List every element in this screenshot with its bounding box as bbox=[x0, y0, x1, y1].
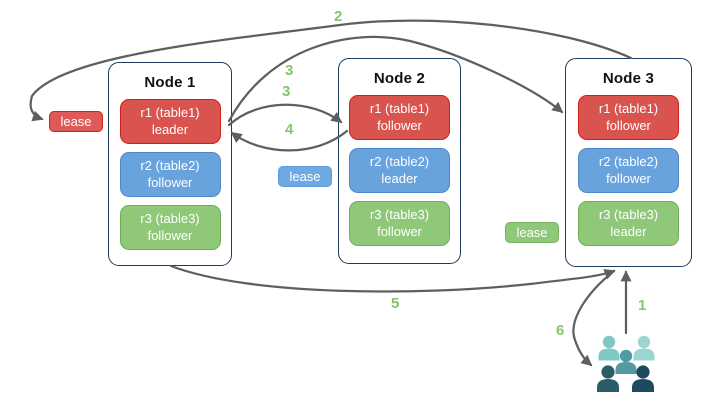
step-label-5: 5 bbox=[391, 295, 400, 312]
replica-role: follower bbox=[606, 170, 651, 186]
replica-role: follower bbox=[147, 174, 193, 190]
replica-box-r3: r3 (table3) follower bbox=[349, 201, 450, 246]
replica-id: r1 (table1) bbox=[598, 101, 659, 117]
person-icon bbox=[615, 349, 637, 374]
step-label-6: 6 bbox=[556, 322, 565, 339]
replica-id: r3 (table3) bbox=[598, 207, 659, 223]
replica-role: leader bbox=[151, 121, 189, 137]
node-title: Node 2 bbox=[373, 70, 426, 87]
replica-id: r1 (table1) bbox=[140, 105, 200, 121]
replica-box-r1: r1 (table1) follower bbox=[349, 95, 450, 140]
replica-id: r1 (table1) bbox=[369, 101, 430, 117]
step-label-1: 1 bbox=[638, 297, 647, 314]
person-icon bbox=[632, 365, 654, 392]
node-title: Node 1 bbox=[144, 74, 196, 91]
node-title: Node 3 bbox=[602, 70, 655, 87]
node-1-box: Node 1 r1 (table1) leader r2 (table2) fo… bbox=[108, 62, 232, 266]
replica-id: r2 (table2) bbox=[140, 158, 200, 174]
replica-role: follower bbox=[606, 117, 651, 133]
replica-box-r1: r1 (table1) leader bbox=[119, 99, 221, 144]
replica-id: r2 (table2) bbox=[598, 154, 659, 170]
replica-role: leader bbox=[610, 223, 647, 239]
person-icon bbox=[633, 335, 655, 361]
node-3-box: Node 3 r1 (table1) follower r2 (table2) … bbox=[565, 58, 692, 267]
replica-id: r3 (table3) bbox=[140, 211, 200, 227]
replica-list: r1 (table1) follower r2 (table2) followe… bbox=[566, 95, 691, 246]
person-icon bbox=[598, 335, 620, 361]
replica-box-r2: r2 (table2) leader bbox=[349, 148, 450, 193]
replica-box-r3: r3 (table3) leader bbox=[578, 201, 679, 246]
replica-role: leader bbox=[381, 170, 418, 186]
replica-id: r2 (table2) bbox=[369, 154, 430, 170]
replica-box-r2: r2 (table2) follower bbox=[578, 148, 679, 193]
replica-box-r1: r1 (table1) follower bbox=[578, 95, 679, 140]
replica-role: follower bbox=[377, 223, 422, 239]
replica-id: r3 (table3) bbox=[369, 207, 430, 223]
replica-role: follower bbox=[147, 227, 193, 243]
step-label-3a: 3 bbox=[285, 62, 294, 79]
replica-role: follower bbox=[377, 117, 422, 133]
step-label-2: 2 bbox=[334, 8, 343, 25]
people-group-icon bbox=[597, 335, 655, 392]
arrow-step-5 bbox=[169, 264, 616, 293]
replica-list: r1 (table1) leader r2 (table2) follower … bbox=[109, 99, 231, 250]
lease-badge-green: lease bbox=[505, 222, 559, 243]
replica-box-r3: r3 (table3) follower bbox=[119, 205, 221, 250]
lease-badge-blue: lease bbox=[278, 166, 332, 187]
node-2-box: Node 2 r1 (table1) follower r2 (table2) … bbox=[338, 58, 461, 264]
replica-box-r2: r2 (table2) follower bbox=[119, 152, 221, 197]
lease-badge-red: lease bbox=[49, 111, 103, 132]
arrow-step-6 bbox=[572, 269, 616, 367]
person-icon bbox=[597, 365, 619, 392]
replica-list: r1 (table1) follower r2 (table2) leader … bbox=[339, 95, 460, 246]
step-label-3b: 3 bbox=[282, 83, 291, 100]
step-label-4: 4 bbox=[285, 121, 294, 138]
